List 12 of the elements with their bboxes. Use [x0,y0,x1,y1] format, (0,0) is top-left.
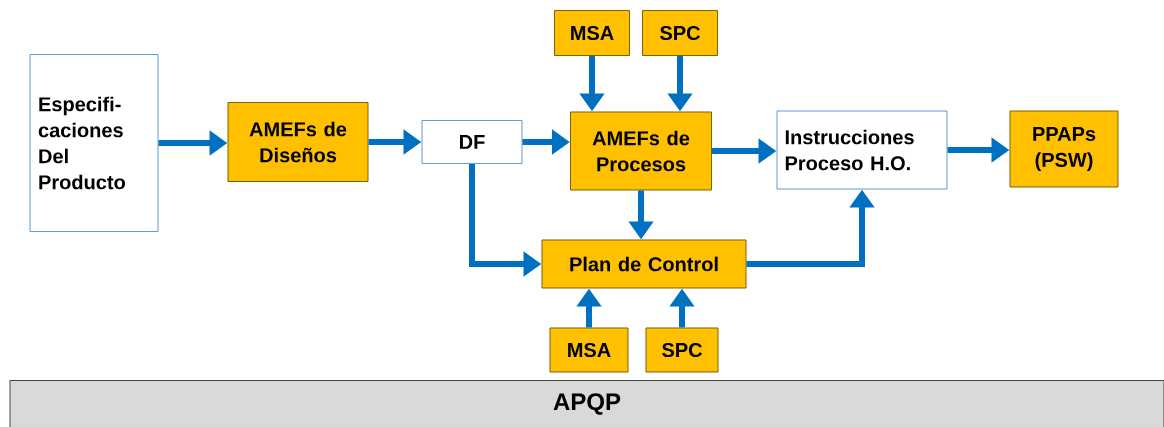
spec-box: Especifi- caciones Del Producto [29,54,159,232]
input-box: SPC [645,327,719,373]
process-box: AMEFs de Diseños [227,102,369,182]
input-box: MSA [549,327,629,373]
process-box: AMEFs de Procesos [570,111,712,191]
input-box: MSA [554,10,630,56]
process-box: Instrucciones Proceso H.O. [776,110,948,190]
output-box: PPAPs (PSW) [1009,110,1119,188]
process-box: Plan de Control [541,239,747,289]
input-box: SPC [642,10,718,56]
phase-band: APQP [9,380,1164,427]
process-box: DF [421,120,523,164]
